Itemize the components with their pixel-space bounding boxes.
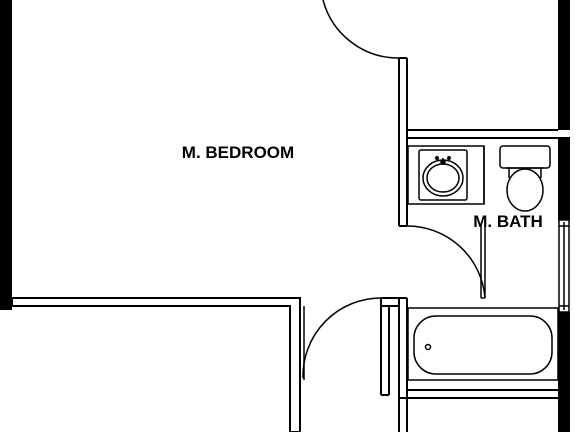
master-bedroom-label: M. BEDROOM [182,143,294,162]
bath-left-wall [398,57,408,432]
bedroom-entry-door [322,0,400,59]
bedroom-right-exterior-wall [558,0,570,130]
hall-wall [380,297,407,396]
toilet-icon [499,145,551,212]
master-bath-label: M. BATH [473,212,543,231]
bath-right-wall [558,138,570,432]
window-icon [558,219,570,313]
hall-door [299,297,382,380]
bath-bottom-wall [399,389,558,399]
bath-top-wall [407,129,570,139]
bath-door [406,225,486,299]
left-exterior-wall [0,0,12,310]
sink-icon [407,145,485,205]
bedroom-bottom-wall [11,297,301,432]
bathtub-icon [407,307,559,381]
